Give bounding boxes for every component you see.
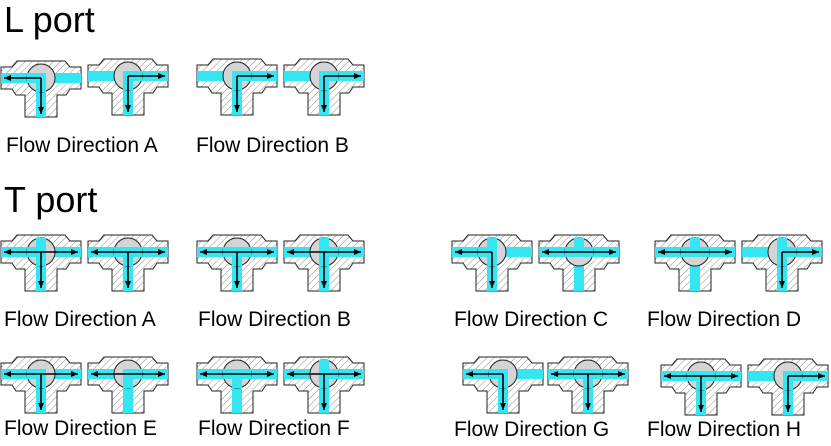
valve-t-f2: [283, 356, 365, 414]
flow-arrowhead: [618, 371, 625, 377]
flow-arrowhead: [287, 371, 294, 377]
l-port-heading: L port: [4, 0, 95, 40]
flow-arrowhead: [698, 405, 704, 412]
bottom-channel: [574, 252, 584, 291]
caption-l-a: Flow Direction A: [6, 134, 158, 157]
valve-l-a1: [0, 60, 82, 118]
flow-arrowhead: [658, 249, 665, 255]
flow-arrowhead: [321, 281, 327, 288]
flow-arrowhead: [71, 249, 78, 255]
flow-arrowhead: [725, 249, 732, 255]
caption-l-b: Flow Direction B: [196, 134, 349, 157]
flow-arrowhead: [158, 73, 165, 79]
flow-arrowhead: [785, 405, 791, 412]
caption-t-f: Flow Direction F: [198, 417, 350, 440]
flow-arrowhead: [125, 281, 131, 288]
flow-arrowhead: [38, 281, 44, 288]
flow-arrowhead: [489, 281, 495, 288]
flow-arrowhead: [125, 105, 131, 112]
valve-t-b1: [196, 234, 278, 292]
flow-arrowhead: [664, 373, 671, 379]
flow-arrowhead: [779, 281, 785, 288]
flow-arrowhead: [4, 371, 11, 377]
caption-t-b: Flow Direction B: [198, 308, 351, 331]
valve-t-g2: [547, 356, 629, 414]
ball-bore: [123, 369, 133, 388]
valve-t-b2: [283, 234, 365, 292]
flow-arrowhead: [466, 371, 473, 377]
flow-arrowhead: [234, 281, 240, 288]
ball-bore: [690, 238, 700, 257]
flow-arrowhead: [267, 73, 274, 79]
valve-t-e2: [87, 356, 169, 414]
valve-t-f1: [196, 356, 278, 414]
flow-arrowhead: [158, 249, 165, 255]
flow-arrowhead: [731, 373, 738, 379]
valve-t-c2: [538, 234, 620, 292]
flow-arrowhead: [200, 249, 207, 255]
ball-bore: [574, 238, 584, 257]
valve-l-b2: [283, 58, 365, 116]
valve-t-g1: [462, 356, 544, 414]
valve-t-d2: [741, 234, 823, 292]
t-port-heading: T port: [4, 179, 98, 220]
caption-t-c: Flow Direction C: [454, 308, 609, 331]
flow-arrowhead: [71, 371, 78, 377]
valve-t-c1: [451, 234, 533, 292]
flow-arrowhead: [321, 105, 327, 112]
flow-arrowhead: [4, 249, 11, 255]
flow-arrowhead: [609, 249, 616, 255]
caption-t-d: Flow Direction D: [647, 308, 802, 331]
flow-arrowhead: [818, 373, 825, 379]
caption-t-e: Flow Direction E: [4, 417, 157, 440]
valve-t-a2: [87, 234, 169, 292]
flow-arrowhead: [551, 371, 558, 377]
flow-arrowhead: [500, 403, 506, 410]
bottom-channel: [232, 374, 242, 413]
flow-arrowhead: [234, 105, 240, 112]
flow-arrowhead: [200, 371, 207, 377]
valve-l-a2: [87, 58, 169, 116]
caption-t-a: Flow Direction A: [4, 308, 156, 331]
flow-arrowhead: [354, 249, 361, 255]
flow-arrowhead: [91, 371, 98, 377]
ball-bore: [232, 369, 242, 388]
flow-arrowhead: [812, 249, 819, 255]
flow-arrowhead: [542, 249, 549, 255]
valve-t-a1: [0, 234, 82, 292]
valve-t-e1: [0, 356, 82, 414]
flow-arrowhead: [354, 371, 361, 377]
flow-arrowhead: [38, 403, 44, 410]
flow-arrowhead: [585, 403, 591, 410]
flow-arrowhead: [38, 107, 44, 114]
flow-arrowhead: [287, 249, 294, 255]
flow-arrowhead: [158, 371, 165, 377]
valve-t-h1: [660, 358, 742, 416]
bottom-channel: [690, 252, 700, 291]
bottom-channel: [123, 374, 133, 413]
valve-t-h2: [747, 358, 829, 416]
valve-l-b1: [196, 58, 278, 116]
flow-arrowhead: [321, 403, 327, 410]
flow-arrowhead: [455, 249, 462, 255]
caption-t-g: Flow Direction G: [454, 418, 610, 441]
flow-arrowhead: [4, 75, 11, 81]
flow-arrowhead: [354, 73, 361, 79]
flow-arrowhead: [267, 371, 274, 377]
flow-arrowhead: [91, 249, 98, 255]
flow-arrowhead: [267, 249, 274, 255]
valve-t-d1: [654, 234, 736, 292]
caption-t-h: Flow Direction H: [647, 418, 802, 441]
